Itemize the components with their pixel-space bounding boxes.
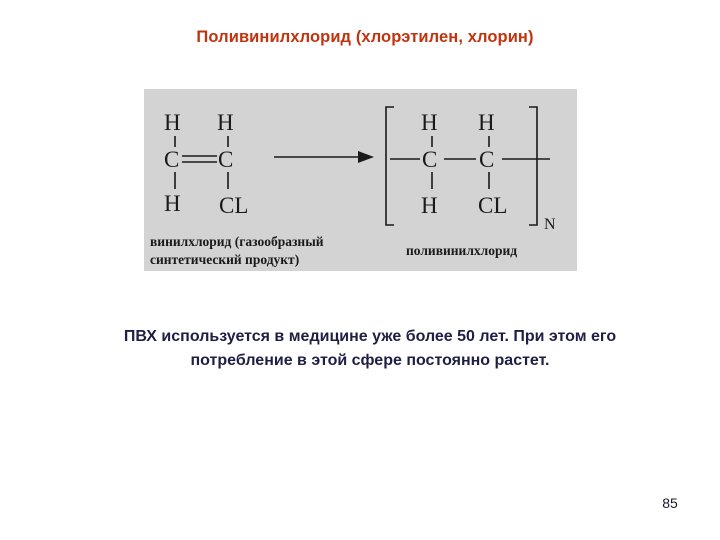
slide-title: Поливинилхлорид (хлорэтилен, хлорин) bbox=[196, 28, 534, 46]
polymer-bracket-left bbox=[385, 106, 394, 226]
body-text-line1: ПВХ используется в медицине уже более 50… bbox=[123, 328, 617, 345]
polymer-atom-c-right: C bbox=[479, 147, 494, 172]
polymer-subscript-n: N bbox=[544, 216, 556, 233]
reaction-arrow-head bbox=[358, 151, 374, 163]
monomer-atom-h-top-left: H bbox=[164, 110, 181, 135]
polymer-atom-cl-bottom-right: CL bbox=[478, 193, 507, 218]
body-text-line2: потребление в этой сфере постоянно расте… bbox=[190, 352, 550, 369]
monomer-atom-cl-bottom-right: CL bbox=[219, 193, 248, 218]
polymer-caption: поливинилхлорид bbox=[406, 243, 517, 258]
monomer-atom-h-top-right: H bbox=[217, 110, 234, 135]
monomer-atom-h-bottom-left: H bbox=[164, 191, 181, 216]
page-number: 85 bbox=[662, 495, 678, 511]
monomer-caption-line1: винилхлорид (газообразный bbox=[150, 234, 324, 249]
reaction-diagram: H H C C H CL N H H C C H CL винилхлорид bbox=[144, 89, 577, 271]
monomer-atom-c-left: C bbox=[164, 147, 179, 172]
monomer-atom-c-right: C bbox=[218, 147, 233, 172]
monomer-caption-line2: синтетический продукт) bbox=[150, 252, 299, 267]
reaction-svg: H H C C H CL N H H C C H CL винилхлорид bbox=[150, 106, 556, 267]
polymer-bracket-right bbox=[529, 106, 538, 226]
polymer-atom-c-left: C bbox=[422, 147, 437, 172]
polymer-atom-h-bottom-left: H bbox=[421, 193, 438, 218]
body-text: ПВХ используется в медицине уже более 50… bbox=[50, 325, 690, 373]
polymer-atom-h-top-right: H bbox=[478, 110, 495, 135]
polymer-atom-h-top-left: H bbox=[421, 110, 438, 135]
